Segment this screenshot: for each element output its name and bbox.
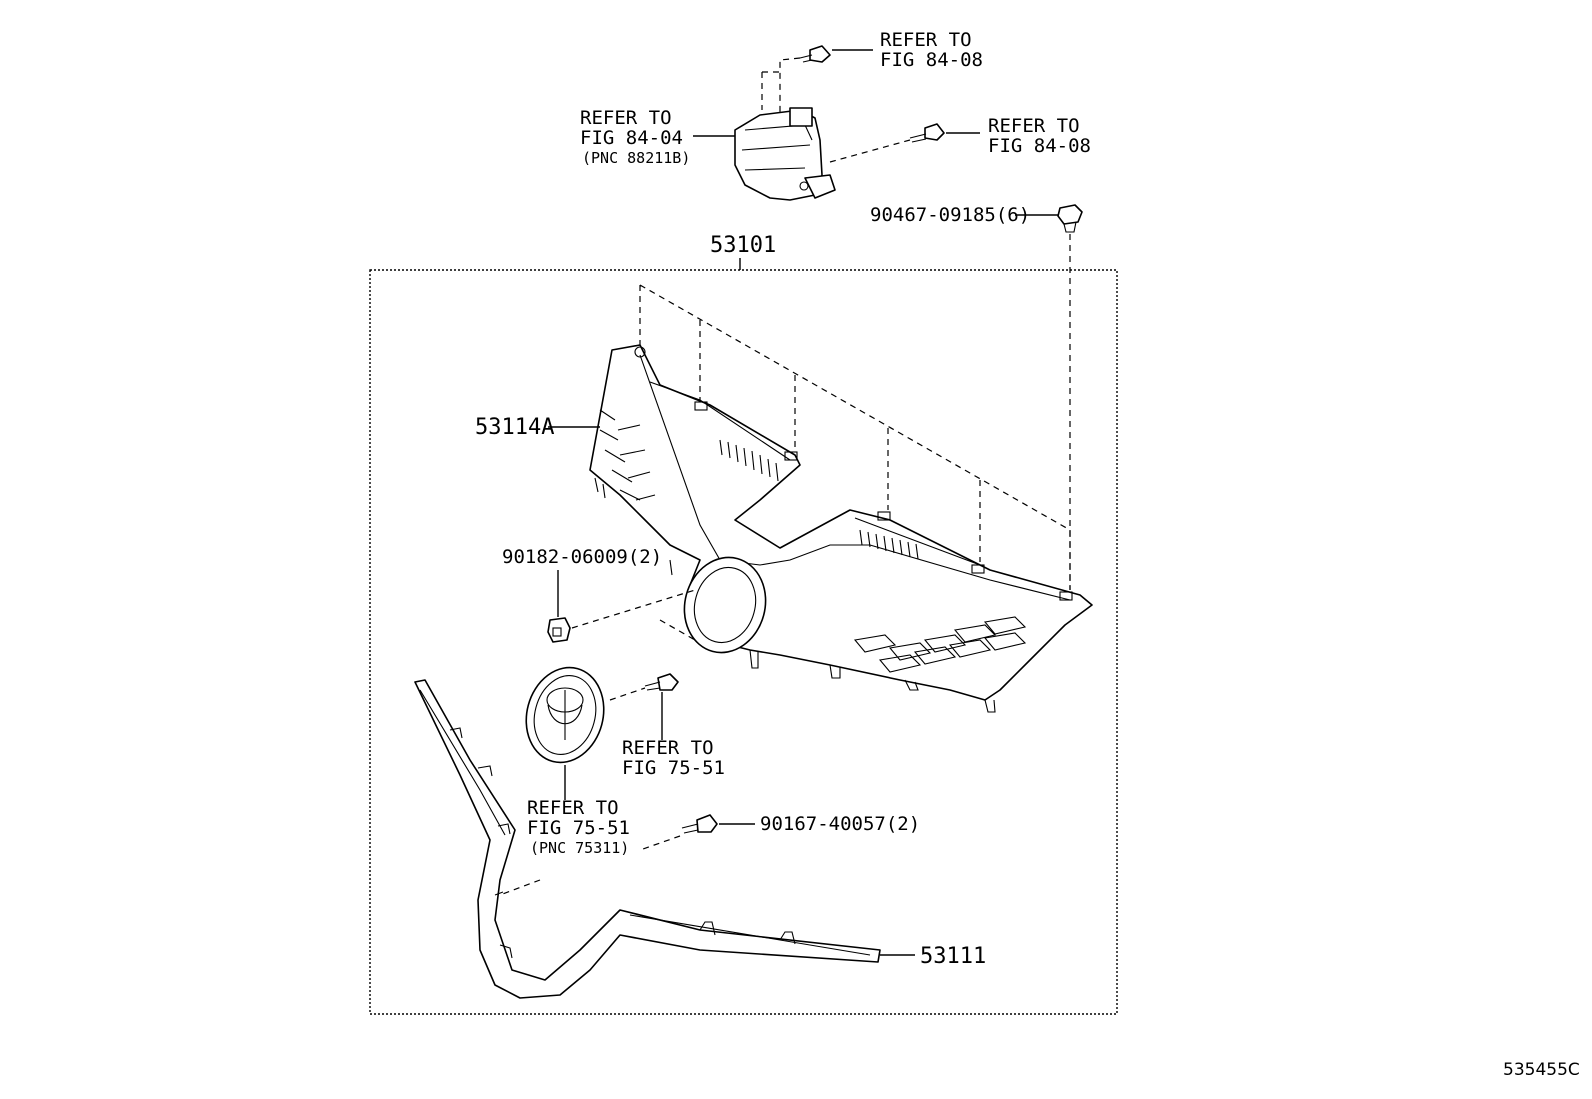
molding-label: 53111: [920, 944, 986, 969]
sensor-label-line1: REFER TO: [580, 107, 672, 129]
sensor-label-line3: (PNC 88211B): [582, 149, 690, 167]
assembly-number: 53101: [710, 233, 776, 258]
emblem-screw-label-line1: REFER TO: [622, 737, 714, 759]
nut-label: 90182-06009(2): [502, 546, 662, 568]
emblem[interactable]: [516, 659, 614, 771]
sensor-top-bolt[interactable]: [799, 45, 831, 63]
sensor-label-line2: FIG 84-04: [580, 127, 683, 149]
upper-grille[interactable]: [589, 344, 1093, 713]
emblem-screw-label-line2: FIG 75-51: [622, 757, 725, 779]
emblem-label-line1: REFER TO: [527, 797, 619, 819]
clip[interactable]: [1057, 204, 1083, 233]
sensor-side-bolt[interactable]: [909, 123, 945, 143]
nut[interactable]: [547, 617, 571, 643]
lower-molding[interactable]: [414, 679, 881, 999]
sensor-side-bolt-label-line2: FIG 84-08: [988, 135, 1091, 157]
drawing-id: 535455C: [1503, 1060, 1580, 1080]
sensor-top-bolt-label-line2: FIG 84-08: [880, 49, 983, 71]
upper-grille-label: 53114A: [475, 415, 554, 440]
screw[interactable]: [681, 814, 718, 834]
emblem-screw[interactable]: [644, 673, 679, 691]
sensor-side-bolt-label-line1: REFER TO: [988, 115, 1080, 137]
emblem-label-line2: FIG 75-51: [527, 817, 630, 839]
sensor-top-bolt-label-line1: REFER TO: [880, 29, 972, 51]
radar-sensor[interactable]: [734, 107, 836, 201]
assembly-boundary: [369, 269, 1118, 1015]
emblem-label-line3: (PNC 75311): [530, 839, 629, 857]
clip-label: 90467-09185(6): [870, 204, 1030, 226]
screw-label: 90167-40057(2): [760, 813, 920, 835]
